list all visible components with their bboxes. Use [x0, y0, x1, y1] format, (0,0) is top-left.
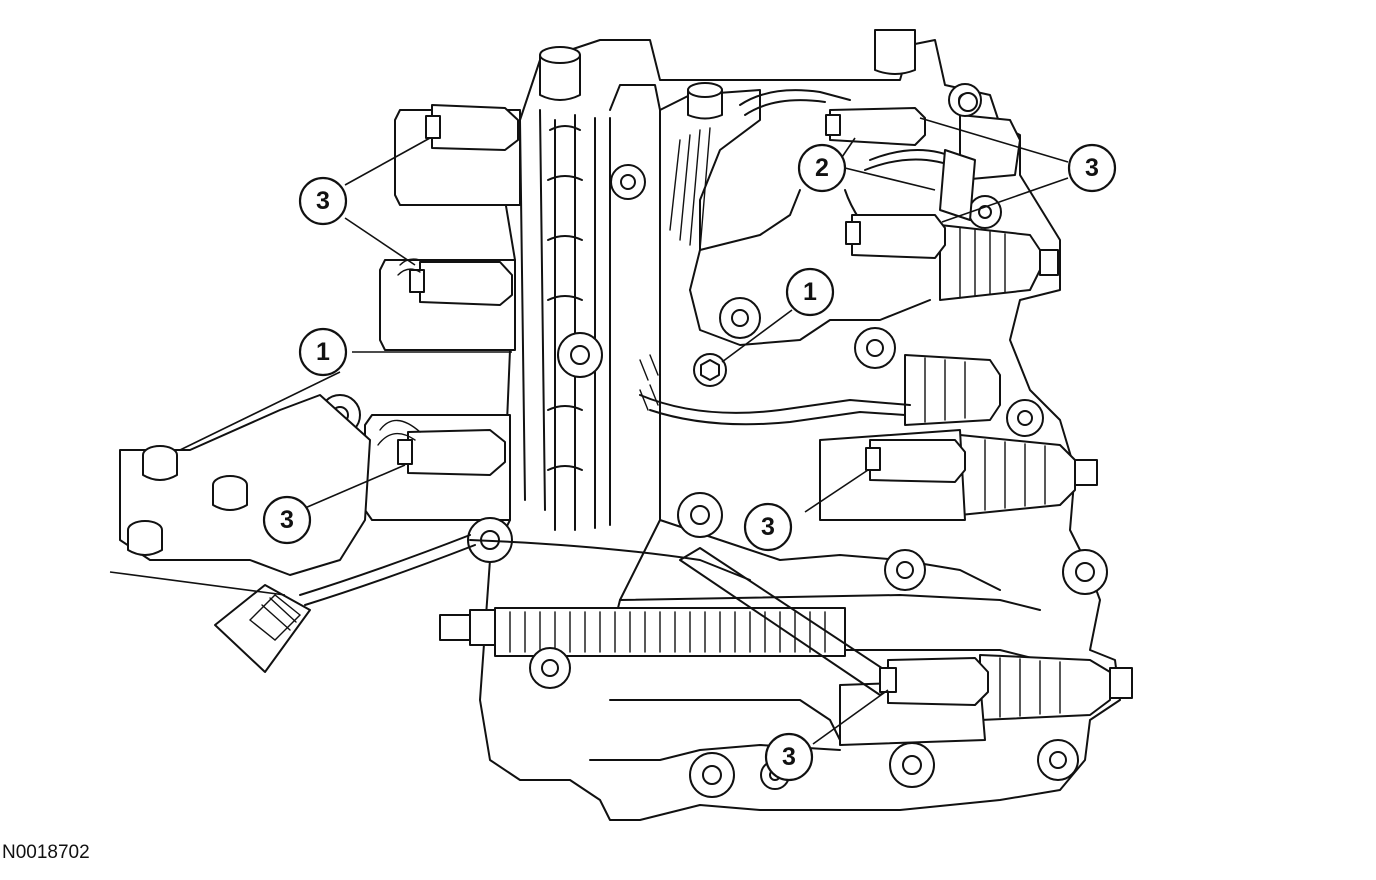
bolt-hole — [610, 164, 646, 200]
svg-text:3: 3 — [761, 513, 775, 541]
connector — [939, 149, 976, 221]
connector — [425, 104, 519, 151]
bolt-hole — [677, 492, 723, 538]
svg-text:1: 1 — [803, 278, 817, 306]
boss-post — [212, 475, 248, 511]
callout-1-left: 1 — [298, 327, 348, 377]
connector — [825, 107, 926, 146]
callout-3-center-right: 3 — [743, 502, 793, 552]
left-bracket — [119, 394, 371, 576]
connector — [845, 214, 946, 259]
callout-2-top: 2 — [797, 143, 847, 193]
callout-3-top-left: 3 — [298, 176, 348, 226]
bottom-rib-stack — [439, 607, 846, 657]
boss-post — [142, 445, 178, 481]
connector — [377, 419, 506, 476]
callout-3-top-right: 3 — [1067, 143, 1117, 193]
bolt-hole — [884, 549, 926, 591]
callout-1-center: 1 — [785, 267, 835, 317]
bolt-hole — [557, 332, 603, 378]
hex-bolt — [693, 353, 727, 387]
callout-3-lower-left: 3 — [262, 495, 312, 545]
svg-text:3: 3 — [782, 743, 796, 771]
bolt-hole — [689, 752, 735, 798]
top-posts — [539, 29, 916, 120]
svg-text:2: 2 — [815, 154, 829, 182]
bolt-hole — [958, 92, 978, 112]
right-solenoid-spools — [819, 114, 1133, 746]
connector — [865, 439, 966, 483]
svg-text:1: 1 — [316, 338, 330, 366]
svg-text:3: 3 — [280, 506, 294, 534]
electrical-connectors — [214, 104, 989, 706]
bolt-hole — [529, 647, 571, 689]
leader-lines — [109, 117, 1069, 745]
connector — [879, 657, 989, 706]
svg-text:3: 3 — [1085, 154, 1099, 182]
bolt-hole — [1062, 549, 1108, 595]
mounting-holes — [319, 83, 1108, 798]
bolt-hole — [1037, 739, 1079, 781]
boss-post — [127, 520, 163, 556]
figure-id: N0018702 — [2, 842, 90, 863]
connector — [397, 258, 513, 306]
svg-text:3: 3 — [316, 187, 330, 215]
bolt-hole — [719, 297, 761, 339]
harness-plug — [214, 584, 311, 673]
bolt-hole — [968, 195, 1002, 229]
callout-3-bottom: 3 — [764, 732, 814, 782]
bolt-hole — [1006, 399, 1044, 437]
bolt-hole — [854, 327, 896, 369]
vertical-ribs — [547, 114, 611, 531]
bolt-hole — [889, 742, 935, 788]
